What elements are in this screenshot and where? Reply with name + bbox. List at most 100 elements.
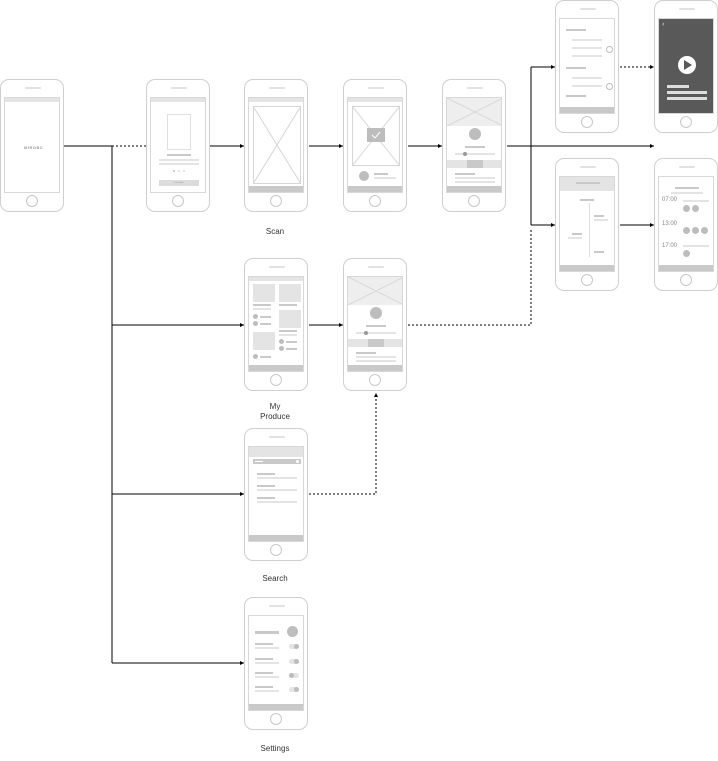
camera-placeholder (253, 106, 301, 184)
timeline-line (589, 203, 590, 257)
tab-bar (249, 704, 303, 710)
active-tab[interactable] (368, 339, 384, 347)
start-button[interactable]: Let's Start (159, 180, 199, 186)
time-label: 07:00 (662, 197, 678, 203)
play-icon[interactable] (606, 46, 613, 53)
phone-video: ‹ (654, 0, 718, 133)
schedule-dot (692, 227, 699, 234)
screen-detail (446, 97, 502, 193)
tab-bar (249, 365, 303, 371)
home-button (270, 544, 282, 556)
phone-onboarding: Let's Start (146, 79, 210, 212)
text-line (255, 672, 273, 674)
text-line (257, 477, 297, 479)
speaker (269, 605, 285, 607)
phone-timeline (555, 158, 619, 291)
search-input[interactable] (253, 459, 301, 464)
text-line (572, 77, 602, 79)
text-line (572, 233, 582, 235)
text-line (159, 163, 199, 165)
speaker (580, 8, 596, 10)
text-line (594, 219, 608, 221)
text-line (683, 245, 709, 247)
slider-knob[interactable] (463, 152, 467, 156)
text-line (568, 237, 582, 239)
text-line (260, 316, 271, 318)
text-line (257, 497, 275, 499)
text-line (253, 304, 271, 306)
logo-text: MIROBC (24, 145, 44, 150)
text-line (255, 686, 273, 688)
text-line (455, 181, 495, 183)
arrowhead (650, 223, 654, 227)
arrowhead (650, 65, 654, 69)
text-line (255, 631, 279, 634)
text-line (253, 308, 271, 310)
home-button (270, 195, 282, 207)
text-line (255, 658, 273, 660)
avatar (253, 354, 258, 359)
arrowhead (438, 144, 442, 148)
tab-bar (348, 186, 402, 192)
produce-card-image (253, 332, 275, 350)
label-my-produce: My Produce (260, 402, 290, 421)
screen-scanned (347, 97, 403, 193)
text-line (255, 643, 273, 645)
speaker (679, 8, 695, 10)
label-scan: Scan (265, 227, 285, 236)
screen-video: ‹ (658, 18, 714, 114)
tab-bar (659, 265, 713, 271)
phone-my-produce (244, 258, 308, 391)
text-line (374, 177, 396, 179)
arrowhead (240, 492, 244, 496)
avatar (370, 307, 382, 319)
arrowhead (240, 144, 244, 148)
schedule-dot (683, 205, 690, 212)
schedule-dot (692, 205, 699, 212)
screen-timeline (559, 176, 615, 272)
produce-card-image (253, 284, 275, 302)
text-line (572, 55, 602, 57)
speaker (269, 87, 285, 89)
hero-image (348, 277, 402, 305)
text-line (566, 29, 586, 31)
text-line (286, 348, 297, 350)
speaker (368, 266, 384, 268)
avatar (469, 128, 481, 140)
screen-schedule: 07:00 13:00 17:00 (658, 176, 714, 272)
status-bar (348, 98, 402, 102)
text-line (576, 182, 600, 184)
illustration-placeholder (167, 114, 191, 150)
tab-bar (348, 365, 402, 371)
home-button (468, 195, 480, 207)
avatar (253, 321, 258, 326)
speaker (580, 166, 596, 168)
screen-search (248, 446, 304, 542)
tab-bar (447, 186, 501, 192)
active-tab[interactable] (467, 160, 483, 168)
page-dot (178, 170, 180, 172)
status-bar (249, 98, 303, 102)
slider-knob[interactable] (364, 331, 368, 335)
avatar (279, 346, 284, 351)
arrowhead (240, 661, 244, 665)
phone-splash: MIROBC (0, 79, 64, 212)
toggle-switch[interactable] (289, 673, 299, 678)
phone-steps (555, 0, 619, 133)
arrowhead (339, 144, 343, 148)
hero-image (447, 98, 501, 126)
arrowhead (240, 323, 244, 327)
phone-search (244, 428, 308, 561)
arrowhead (374, 393, 378, 397)
speaker (269, 266, 285, 268)
phone-scanned (343, 79, 407, 212)
play-icon[interactable] (606, 83, 613, 90)
avatar (279, 339, 284, 344)
screen-onboarding: Let's Start (150, 97, 206, 193)
text-line (167, 154, 191, 156)
search-icon[interactable] (296, 460, 299, 463)
text-line (279, 304, 297, 306)
schedule-dot (683, 250, 690, 257)
toggle-knob (294, 687, 299, 692)
